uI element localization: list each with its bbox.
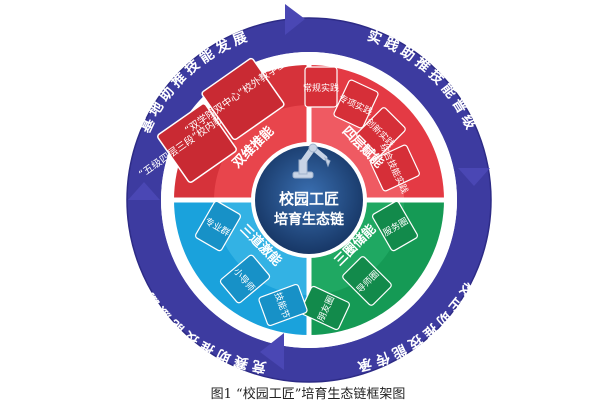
figure-caption: 图1 “校园工匠”培育生态链框架图 (210, 387, 406, 402)
bl-item-2: 小导师 (219, 254, 271, 304)
center-circle (255, 146, 363, 254)
center-title-line2: 培育生态链 (274, 211, 345, 228)
tr-item-4: 综合技能实践 (370, 141, 420, 195)
svg-text:常规实践: 常规实践 (303, 82, 339, 94)
tr-item-3: 创新实践 (356, 107, 406, 157)
br-item-2: 导师圈 (342, 256, 392, 306)
bl-item-1: 专业群 (195, 200, 241, 252)
tr-item-2: 专项实践 (333, 79, 379, 129)
br-item-3: 朋友圈 (300, 285, 350, 331)
br-item-1: 服务圈 (372, 200, 418, 252)
robot-arm-icon (292, 143, 331, 179)
arrow-bottom (260, 333, 284, 370)
arrow-right (458, 168, 490, 186)
outer-ring-edge (126, 17, 492, 383)
arrow-top (285, 4, 305, 35)
center-title-line1: 校园工匠 (279, 190, 339, 208)
arrow-left (128, 182, 160, 200)
tr-item-1: 常规实践 (303, 66, 339, 108)
bl-item-3: 技能节 (258, 283, 308, 327)
